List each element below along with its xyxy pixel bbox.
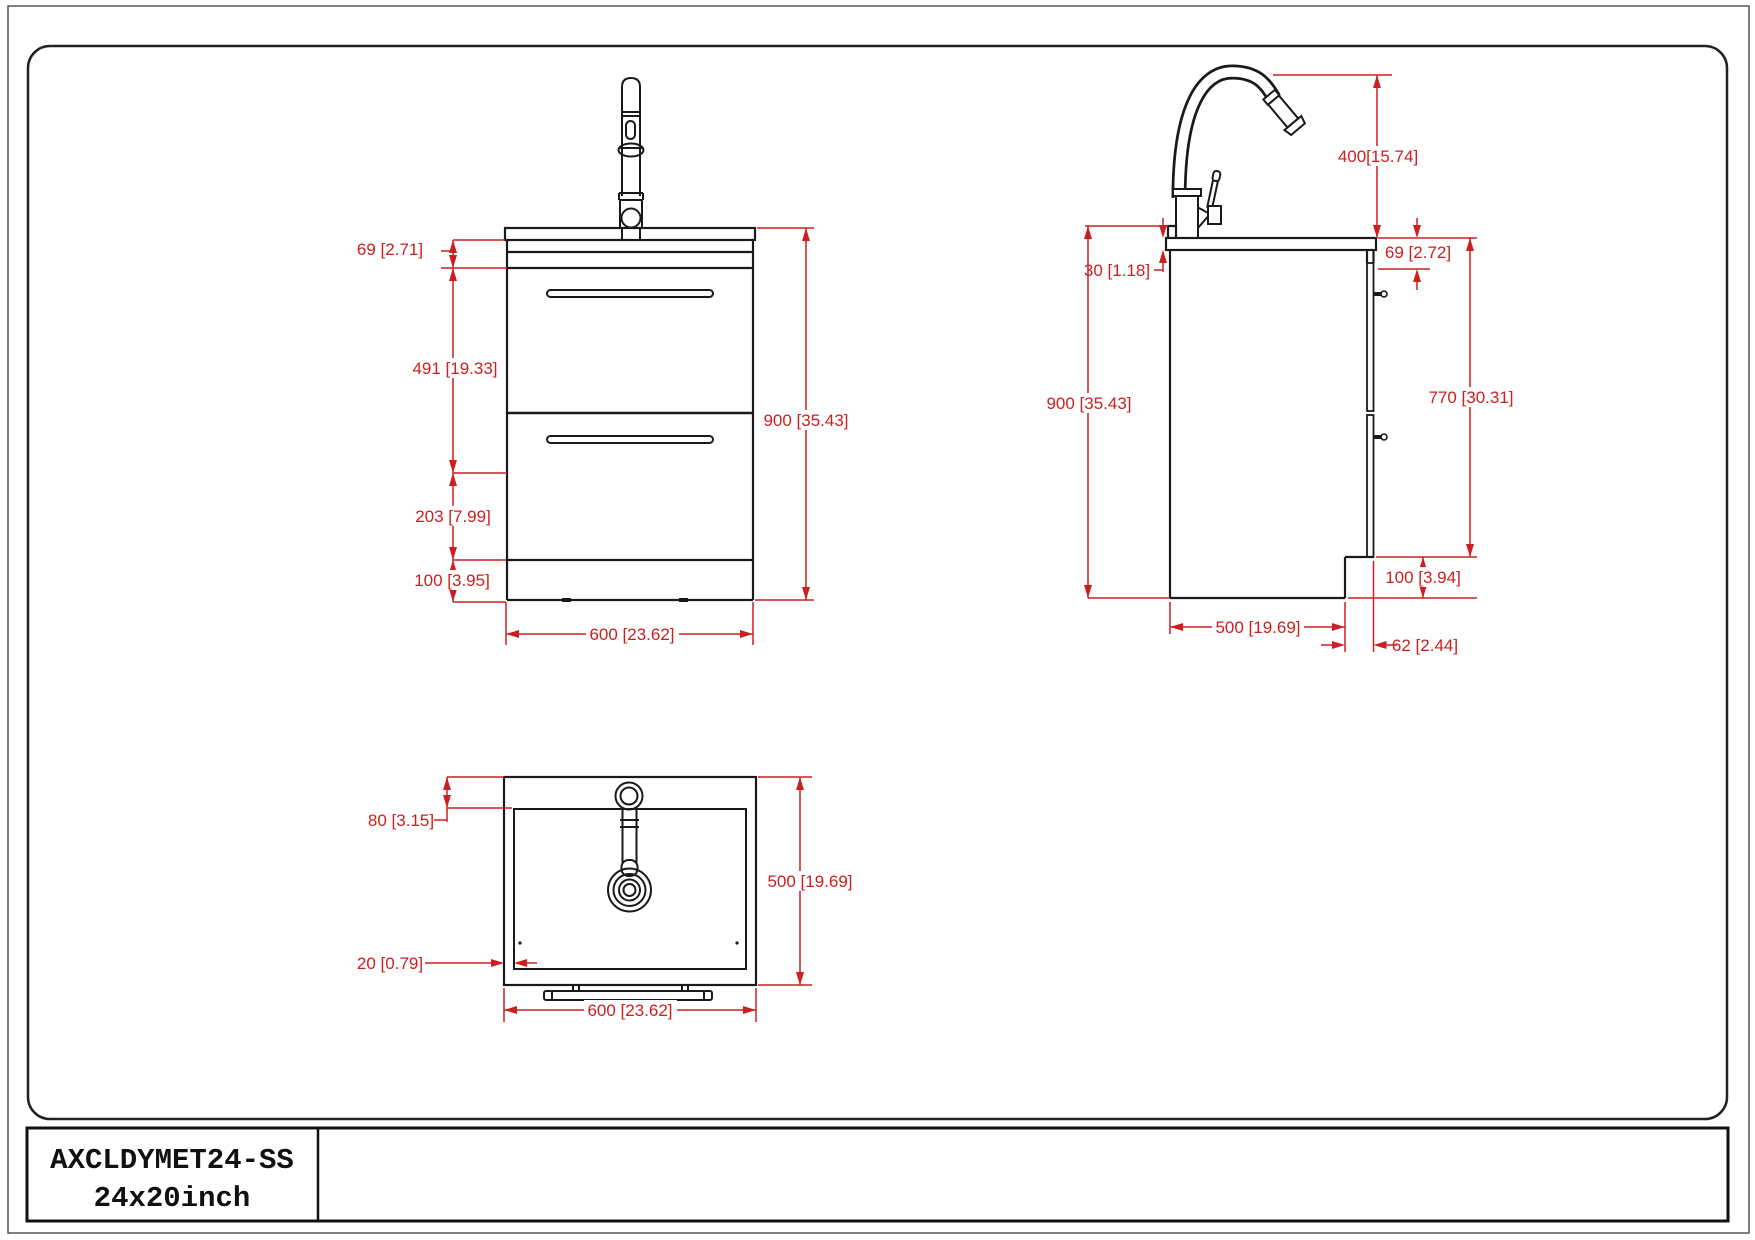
drawer-handle-2: [546, 435, 714, 444]
top-dimensions: 80 [3.15] 20 [0.79] 500 [19.69] 600 [23.: [357, 776, 858, 1022]
countertop-plan: [502, 775, 758, 987]
title-block: AXCLDYMET24-SS 24x20inch: [25, 1126, 1730, 1223]
dim-front-900: 900 [35.43]: [755, 227, 854, 601]
dim-front-100: 100 [3.95]: [411, 560, 506, 603]
dim-front-69: 69 [2.71]: [357, 239, 507, 269]
dim-label-top-80: 80 [3.15]: [368, 811, 434, 830]
sink-basin: [513, 808, 747, 970]
dim-front-600: 600 [23.62]: [505, 602, 754, 645]
side-view: [1164, 64, 1388, 600]
faucet-base: [1175, 195, 1199, 239]
foot-mark-left: [562, 598, 571, 602]
dim-side-900: 900 [35.43]: [1042, 226, 1170, 599]
dim-side-69: 69 [2.72]: [1378, 218, 1477, 290]
faucet-lever: [1206, 169, 1222, 210]
dim-side-100: 100 [3.94]: [1348, 556, 1477, 599]
dim-side-770: 770 [30.31]: [1424, 238, 1518, 557]
dim-top-600: 600 [23.62]: [503, 988, 757, 1022]
dim-label-side-900: 900 [35.43]: [1046, 394, 1131, 413]
dim-label-side-69: 69 [2.72]: [1385, 243, 1451, 262]
dim-front-203: 203 [7.99]: [411, 473, 506, 561]
dim-side-400: 400[15.74]: [1273, 74, 1422, 238]
front-view: [503, 76, 757, 602]
dim-side-62: 62 [2.44]: [1321, 561, 1458, 655]
sheet-borders: [7, 5, 1750, 1234]
dim-front-491: 491 [19.33]: [408, 268, 507, 474]
cabinet-outline-front: [505, 240, 755, 602]
top-view: [502, 775, 758, 1001]
dim-label-side-30: 30 [1.18]: [1084, 261, 1150, 280]
dim-label-side-770: 770 [30.31]: [1428, 388, 1513, 407]
dim-top-500: 500 [19.69]: [758, 776, 858, 986]
dim-label-front-491: 491 [19.33]: [412, 359, 497, 378]
countertop-side: [1164, 236, 1378, 252]
dim-label-front-100: 100 [3.95]: [414, 571, 490, 590]
backsplash-side: [1166, 224, 1178, 238]
drawer-knobs: [1374, 290, 1388, 441]
dim-label-front-900: 900 [35.43]: [763, 411, 848, 430]
dim-label-top-20: 20 [0.79]: [357, 954, 423, 973]
front-dimensions: 69 [2.71] 491 [19.33] 203 [7.99] 100 [3.…: [357, 227, 854, 645]
dim-label-side-62: 62 [2.44]: [1392, 636, 1458, 655]
countertop-front: [503, 226, 757, 242]
drawer-front-2: [1366, 414, 1375, 558]
drawer-handle-1: [546, 289, 714, 298]
dim-label-front-203: 203 [7.99]: [415, 507, 491, 526]
dim-label-top-600: 600 [23.62]: [587, 1001, 672, 1020]
faucet-side: [1171, 64, 1307, 239]
dim-side-30: 30 [1.18]: [1084, 218, 1168, 280]
base-bar-plan: [543, 985, 713, 1001]
size-label: 24x20inch: [94, 1182, 251, 1215]
cabinet-outline-side: [1168, 250, 1375, 600]
faucet-plan: [614, 781, 644, 877]
side-dimensions: 400[15.74] 30 [1.18] 69 [2.72] 90: [1042, 74, 1518, 655]
dim-label-front-600: 600 [23.62]: [589, 625, 674, 644]
drain-plan: [607, 867, 652, 913]
dim-side-500: 500 [19.69]: [1169, 602, 1346, 652]
dim-label-top-500: 500 [19.69]: [767, 872, 852, 891]
sprayer-head: [1261, 88, 1307, 137]
drawer-front-1: [1366, 262, 1375, 412]
dim-label-side-500: 500 [19.69]: [1215, 618, 1300, 637]
model-number: AXCLDYMET24-SS: [50, 1144, 294, 1177]
dim-top-80: 80 [3.15]: [368, 776, 512, 830]
foot-mark-right: [679, 598, 688, 602]
dim-label-side-400: 400[15.74]: [1338, 147, 1418, 166]
dim-label-side-100: 100 [3.94]: [1385, 568, 1461, 587]
dim-top-20: 20 [0.79]: [357, 954, 537, 973]
faucet-front: [617, 76, 645, 240]
dim-label-front-69: 69 [2.71]: [357, 240, 423, 259]
